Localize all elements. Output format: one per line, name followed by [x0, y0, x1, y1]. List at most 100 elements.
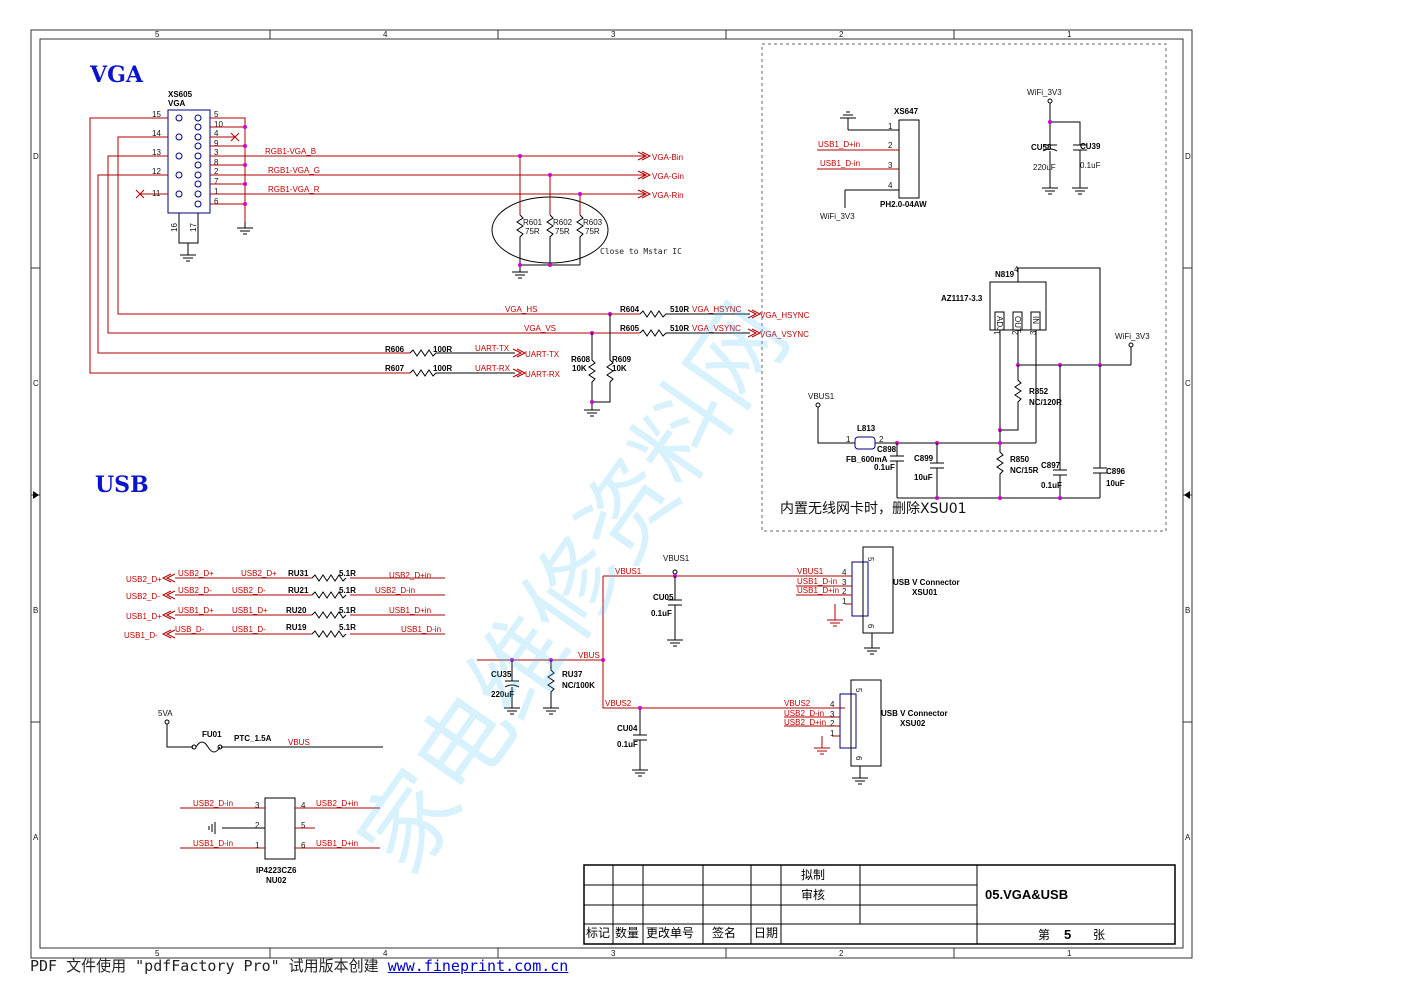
wifi-section: XS647 PH2.0-04AW 1 2 3 4 USB1_D+in USB1_… [761, 43, 1167, 532]
usb-net-in: USB2_D+ [178, 569, 214, 578]
xs647-connector-symbol [898, 119, 920, 199]
r852-ref: R852 [1029, 387, 1049, 396]
usb-res-value: 5.1R [339, 606, 356, 615]
xsu02-shell: 5 [854, 688, 863, 693]
xsu02-pin: 3 [830, 710, 835, 719]
uart-tx-port: UART-TX [525, 350, 560, 359]
xs647-net-dm: USB1_D-in [820, 159, 860, 168]
col-label-top: 1 [1067, 30, 1072, 39]
r850-ref: R850 [1010, 455, 1030, 464]
r608-ref: R608 [571, 355, 591, 364]
xsu01-pin: 3 [842, 578, 847, 587]
xs647-ref: XS647 [894, 107, 919, 116]
row-label-right: D [1185, 152, 1191, 161]
wifi-supply-label: WiFi_3V3 [1027, 88, 1062, 97]
usb-net-in: USB1_D+ [178, 606, 214, 615]
col-label-bottom: 3 [611, 949, 616, 958]
vga-pin-num: 1 [214, 187, 219, 196]
xsu01-pin: 4 [842, 568, 847, 577]
xsu02-net: VBUS2 [784, 699, 811, 708]
esd-net: USB2_D-in [193, 799, 233, 808]
footer-text: PDF 文件使用 "pdfFactory Pro" 试用版本创建 [30, 957, 388, 975]
fu01-ref: FU01 [202, 730, 222, 739]
vga-net-b: RGB1-VGA_B [265, 147, 316, 156]
cu39-ref: CU39 [1080, 142, 1101, 151]
vga-out-r: VGA-Rin [652, 191, 684, 200]
xsu01-pin: 1 [842, 597, 847, 606]
col-label-top: 3 [611, 30, 616, 39]
vga-pin-num: 7 [214, 177, 219, 186]
vga-pin-num: 16 [170, 223, 179, 232]
esd-net: USB1_D-in [193, 839, 233, 848]
c898-value: 0.1uF [874, 463, 895, 472]
uart-tx-net: UART-TX [475, 344, 510, 353]
xsu02-pin: 1 [830, 729, 835, 738]
usb-net-mid: USB2_D- [232, 586, 266, 595]
xsu02-shell: 6 [854, 756, 863, 761]
usb-net-out: USB1_D-in [401, 625, 441, 634]
cu35-ref: CU35 [491, 670, 512, 679]
nu02-ref: NU02 [266, 876, 287, 885]
xsu02-net: USB2_D-in [784, 709, 824, 718]
vga-pin-num: 12 [152, 167, 161, 176]
fu01-value: PTC_1.5A [234, 734, 272, 743]
row-label-left: D [33, 152, 39, 161]
title-block: 拟制 审核 05.VGA&USB 标记 数量 更改单号 签名 日期 第 5 张 [583, 864, 1176, 945]
esd-pin: 1 [255, 841, 260, 850]
l813-ref: L813 [857, 424, 876, 433]
title-block-draw: 拟制 [801, 868, 825, 882]
wifi-3v3-label: WiFi_3V3 [1115, 332, 1150, 341]
n819-ref: N819 [995, 270, 1015, 279]
usb-res-ref: RU21 [288, 586, 309, 595]
r606-value: 100R [433, 345, 452, 354]
sheet-title: 05.VGA&USB [985, 887, 1068, 902]
pdf-footer: PDF 文件使用 "pdfFactory Pro" 试用版本创建 www.fin… [30, 955, 568, 976]
vga-pin-num: 14 [152, 129, 161, 138]
col-label-bottom: 4 [383, 949, 388, 958]
row-label-left: B [33, 606, 38, 615]
xsu01-ref: XSU01 [912, 588, 938, 597]
fuse-vbus-net: VBUS [288, 738, 310, 747]
c899-ref: C899 [914, 454, 934, 463]
vga-connector-symbol [167, 109, 211, 214]
cu05-value: 0.1uF [651, 609, 672, 618]
r605-ref: R605 [620, 324, 640, 333]
cu35-value: 220uF [491, 690, 514, 699]
cu04-value: 0.1uF [617, 740, 638, 749]
ldo-tab-pin: 4 [1014, 265, 1019, 274]
usb-net-mid: USB1_D- [232, 625, 266, 634]
usb-section: USB USB2_D+ USB2_D- USB1_D+ USB1_D- USB2… [95, 472, 960, 885]
usb-res-value: 5.1R [339, 569, 356, 578]
xsu02-pin: 4 [830, 700, 835, 709]
r601-value: 75R [525, 227, 540, 236]
r850-value: NC/15R [1010, 466, 1039, 475]
title-block-review: 审核 [801, 887, 825, 902]
usb-res-ref: RU31 [288, 569, 309, 578]
vga-pin-num: 8 [214, 158, 219, 167]
esd-pin: 5 [301, 821, 306, 830]
xs647-pin: 3 [888, 161, 893, 170]
xsu01-shell: 5 [866, 557, 875, 562]
xs647-net-dp: USB1_D+in [818, 140, 860, 149]
vga-pin-num: 10 [214, 120, 223, 129]
vga-pin-num: 17 [189, 223, 198, 232]
footer-link[interactable]: www.fineprint.com.cn [387, 957, 569, 975]
wifi-note: 内置无线网卡时，删除XSU01 [780, 501, 967, 517]
l813-value: FB_600mA [846, 455, 888, 464]
r602-value: 75R [555, 227, 570, 236]
r602-ref: R602 [553, 218, 573, 227]
vga-pin-num: 9 [214, 139, 219, 148]
usb-net-out: USB1_D+in [389, 606, 431, 615]
col-label-top: 5 [155, 30, 160, 39]
c898-ref: C898 [877, 445, 897, 454]
usb-net-in: USB2_D- [178, 586, 212, 595]
c896-value: 10uF [1106, 479, 1125, 488]
usb-net-in: USB_D- [175, 625, 205, 634]
drawing-border: 5 4 3 2 1 5 4 3 2 1 D C B A D C B A [30, 29, 1193, 959]
ldo-pin-num: 3 [1029, 330, 1038, 335]
usb-net-out: USB2_D+in [389, 571, 431, 580]
title-col-header: 更改单号 [646, 926, 694, 940]
n819-type: AZ1117-3.3 [941, 294, 983, 303]
col-label-top: 4 [383, 30, 388, 39]
